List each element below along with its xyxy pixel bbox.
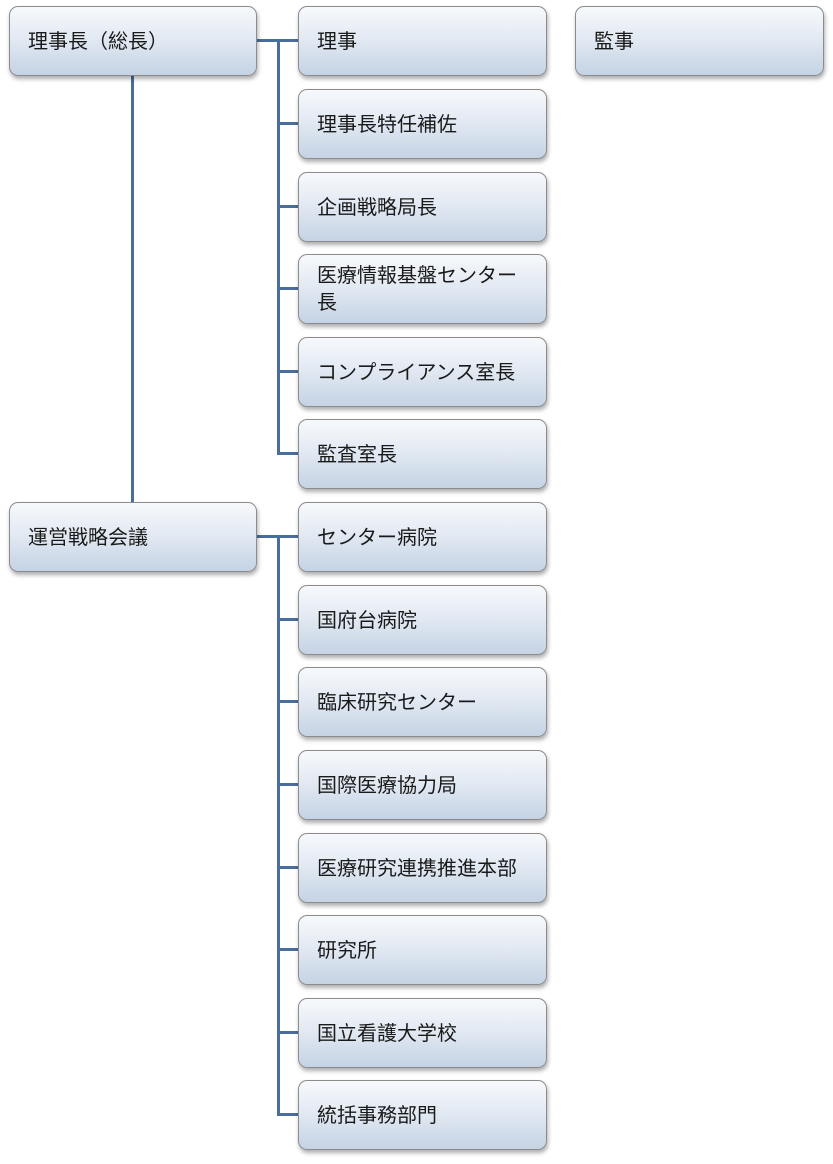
unit-box: 国府台病院 (298, 585, 547, 655)
connector-staff-4 (277, 370, 299, 373)
unit-label: 研究所 (317, 937, 377, 962)
staff-box: 企画戦略局長 (298, 172, 547, 242)
staff-label: 監査室長 (317, 441, 397, 466)
unit-box: 臨床研究センター (298, 667, 547, 737)
connector-staff-0 (277, 39, 299, 42)
auditor-box: 監事 (575, 6, 824, 76)
unit-box: 国際医療協力局 (298, 750, 547, 820)
connector-unit-2 (277, 700, 299, 703)
connector-staff-spine (277, 39, 280, 455)
staff-box: 監査室長 (298, 419, 547, 489)
staff-label: 理事長特任補佐 (317, 111, 457, 136)
chair-label: 理事長（総長） (28, 28, 168, 53)
staff-box: 理事 (298, 6, 547, 76)
unit-label: センター病院 (317, 524, 437, 549)
connector-staff-1 (277, 122, 299, 125)
staff-label: コンプライアンス室長 (317, 359, 516, 384)
unit-box: 医療研究連携推進本部 (298, 833, 547, 903)
staff-label: 理事 (317, 28, 357, 53)
unit-label: 統括事務部門 (317, 1102, 437, 1127)
staff-label: 医療情報基盤センター長 (317, 263, 517, 314)
connector-unit-5 (277, 948, 299, 951)
unit-label: 国府台病院 (317, 607, 417, 632)
chair-box: 理事長（総長） (9, 6, 257, 76)
unit-label: 医療研究連携推進本部 (317, 855, 517, 880)
unit-box: 研究所 (298, 915, 547, 985)
council-box: 運営戦略会議 (9, 502, 257, 572)
staff-label: 企画戦略局長 (317, 194, 437, 219)
staff-box: 医療情報基盤センター長 (298, 254, 547, 324)
connector-units-spine (277, 535, 280, 1115)
connector-unit-7 (277, 1113, 299, 1116)
connector-unit-4 (277, 866, 299, 869)
unit-box: センター病院 (298, 502, 547, 572)
unit-box: 統括事務部門 (298, 1080, 547, 1150)
connector-staff-3 (277, 287, 299, 290)
connector-unit-6 (277, 1031, 299, 1034)
council-label: 運営戦略会議 (28, 524, 148, 549)
connector-staff-2 (277, 205, 299, 208)
connector-unit-1 (277, 618, 299, 621)
unit-label: 臨床研究センター (317, 689, 477, 714)
auditor-label: 監事 (594, 28, 634, 53)
connector-staff-5 (277, 452, 299, 455)
connector-unit-3 (277, 783, 299, 786)
staff-box: 理事長特任補佐 (298, 89, 547, 159)
unit-label: 国際医療協力局 (317, 772, 457, 797)
unit-box: 国立看護大学校 (298, 998, 547, 1068)
connector-chair-council (131, 75, 134, 503)
connector-unit-0 (277, 535, 299, 538)
unit-label: 国立看護大学校 (317, 1020, 457, 1045)
staff-box: コンプライアンス室長 (298, 337, 547, 407)
